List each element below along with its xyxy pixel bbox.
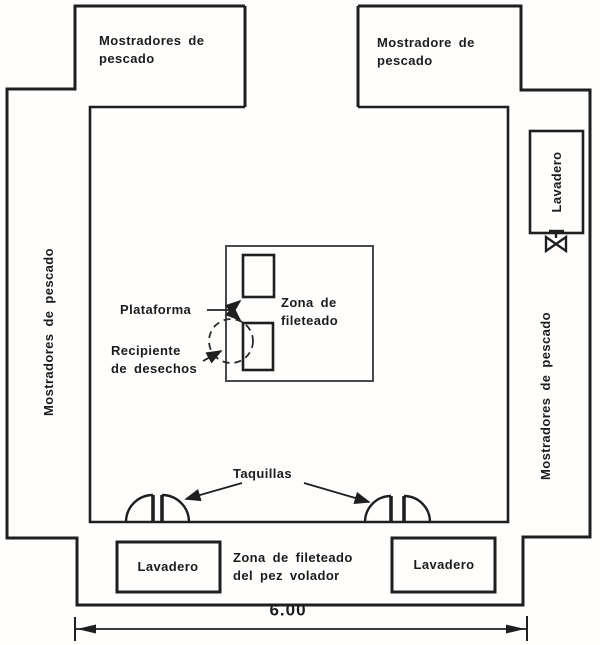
- platform-lower: [241, 321, 275, 372]
- counter-right-label: Mostradores de pescado: [538, 312, 554, 480]
- sink-bottom-right-outline: [390, 536, 497, 594]
- outer-wall: [5, 4, 592, 607]
- sink-bottom-left-outline: [115, 540, 222, 594]
- double-swing-door-icon-right: [363, 494, 432, 523]
- waste-container-label: Recipiente de desechos: [111, 343, 198, 376]
- lockers-arrow-right: [303, 482, 371, 505]
- waste-container-arrow: [202, 350, 223, 364]
- flying-fish-zone-label: Zona de fileteado del pez volador: [233, 550, 353, 583]
- lockers-arrow-left: [184, 482, 243, 502]
- dimension-arrow-left: [77, 624, 96, 634]
- counter-top-left-label: Mostradores de pescado: [99, 33, 205, 66]
- main-room-wall: [88, 105, 510, 524]
- counter-top-right-label: Mostradore de pescado: [377, 35, 475, 68]
- counter-left-label: Mostradores de pescado: [41, 248, 57, 416]
- sink-bottom-left-label: Lavadero: [137, 559, 199, 575]
- platform-leader-arrow-down: [225, 305, 242, 322]
- lockers-label: Taquillas: [233, 466, 292, 481]
- sink-bottom-right-label: Lavadero: [413, 557, 475, 573]
- valve-icon: [544, 229, 568, 254]
- platform-label: Plataforma: [120, 302, 192, 317]
- dimension-line: [74, 616, 528, 641]
- dimension-value: 6.00: [269, 600, 307, 620]
- dimension-arrow-right: [506, 624, 525, 634]
- waste-container-circle: [208, 318, 254, 364]
- platform-upper: [241, 253, 276, 299]
- platform-leader-arrow-up: [224, 299, 242, 315]
- sink-right-label: Lavadero: [549, 151, 565, 213]
- filleting-zone-label: Zona de fileteado: [281, 295, 339, 328]
- double-swing-door-icon-left: [124, 493, 191, 523]
